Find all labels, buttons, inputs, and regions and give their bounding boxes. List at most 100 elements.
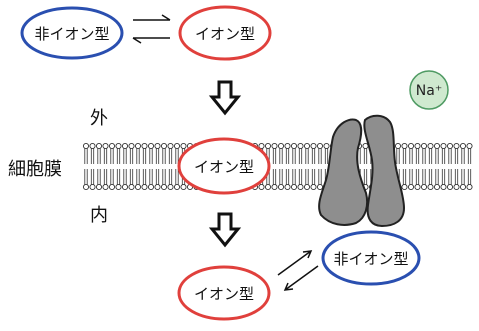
- membrane-label: 細胞膜: [8, 159, 62, 180]
- lipid-head: [446, 142, 454, 150]
- lipid-head: [167, 142, 174, 150]
- lipid-head: [160, 183, 168, 191]
- lipid-head: [173, 142, 181, 150]
- lipid-tail: [116, 169, 121, 185]
- lipid-head: [89, 183, 96, 191]
- lipid-head: [420, 142, 428, 150]
- lipid-head: [134, 142, 142, 150]
- lipid-head: [128, 142, 135, 150]
- lipid-bilayer: [82, 142, 473, 191]
- lipid-tail: [402, 169, 407, 185]
- lipid-tail: [298, 169, 303, 185]
- lipid-head: [466, 183, 473, 191]
- lipid-head: [128, 183, 135, 191]
- lipid-tail: [155, 148, 160, 164]
- lipid-head: [407, 142, 415, 150]
- lipid-head: [108, 183, 116, 191]
- lipid-head: [160, 142, 168, 150]
- lipid-head: [284, 183, 291, 191]
- lipid-head: [303, 183, 311, 191]
- lipid-head: [134, 183, 142, 191]
- sodium-ion: Na⁺: [409, 70, 449, 110]
- lipid-head: [453, 183, 460, 191]
- lipid-head: [121, 142, 129, 150]
- lipid-tail: [298, 148, 303, 164]
- lipid-head: [180, 142, 187, 150]
- lipid-head: [433, 142, 441, 150]
- equilibrium-arrows-top: [132, 14, 171, 44]
- lipid-tail: [305, 148, 309, 164]
- ion-ring-membrane: [177, 137, 271, 195]
- lipid-head: [264, 142, 272, 150]
- lipid-tail: [162, 148, 166, 164]
- lipid-tail: [175, 169, 179, 185]
- reverse-arrow-top: [132, 37, 170, 44]
- lipid-tail: [422, 148, 426, 164]
- down-arrow-upper: [208, 80, 242, 116]
- lipid-tail: [435, 169, 439, 185]
- lipid-head: [121, 183, 129, 191]
- lipid-head: [316, 183, 324, 191]
- lipid-head: [440, 142, 447, 150]
- ion-form-membrane: イオン型: [177, 137, 271, 195]
- lipid-tail: [363, 169, 368, 185]
- outside-label: 外: [90, 108, 108, 129]
- lipid-head: [141, 183, 148, 191]
- lipid-tail: [123, 169, 127, 185]
- lipid-head: [173, 183, 181, 191]
- lipid-tail: [324, 148, 329, 164]
- lipid-head: [466, 142, 473, 150]
- nonion-ring-bottom: [321, 230, 421, 286]
- sodium-ion-label: Na⁺: [416, 83, 442, 99]
- lipid-head: [258, 142, 265, 150]
- lipid-head: [102, 183, 109, 191]
- lipid-head: [303, 142, 311, 150]
- lipid-tail: [311, 169, 316, 185]
- lipid-tail: [103, 148, 108, 164]
- lipid-tail: [84, 169, 88, 185]
- lipid-tail: [272, 148, 277, 164]
- nonion-ring-top: [20, 6, 124, 60]
- lipid-head: [453, 142, 460, 150]
- lipid-tail: [467, 148, 472, 164]
- lipid-head: [290, 183, 298, 191]
- nonion-form-bottom: 非イオン型: [321, 230, 421, 286]
- lipid-head: [297, 183, 304, 191]
- lipid-tail: [435, 148, 439, 164]
- lipid-head: [414, 142, 421, 150]
- lipid-tail: [415, 169, 420, 185]
- lipid-tail: [441, 148, 446, 164]
- lipid-head: [446, 183, 454, 191]
- lipid-tail: [149, 169, 153, 185]
- lipid-tail: [175, 148, 179, 164]
- equilibrium-arrows-bottom: [277, 250, 319, 291]
- lipid-head: [459, 183, 467, 191]
- lipid-head: [147, 142, 155, 150]
- lipid-tail: [279, 169, 283, 185]
- lipid-tail: [461, 148, 465, 164]
- lipid-tail: [454, 169, 459, 185]
- nonion-label-bottom: 非イオン型: [333, 250, 408, 268]
- lipid-tail: [168, 169, 173, 185]
- lipid-tail: [149, 148, 153, 164]
- inside-label: 内: [90, 205, 108, 226]
- lipid-tail: [168, 148, 173, 164]
- lipid-head: [258, 183, 265, 191]
- lipid-tail: [363, 148, 368, 164]
- lipid-tail: [110, 148, 114, 164]
- lipid-tail: [292, 148, 296, 164]
- lipid-head: [277, 142, 285, 150]
- lipid-tail: [396, 148, 400, 164]
- lipid-head: [440, 183, 447, 191]
- lipid-head: [82, 183, 90, 191]
- ion-ring-top: [178, 5, 272, 61]
- forward-arrow-bottom: [277, 250, 313, 276]
- lipid-head: [115, 142, 122, 150]
- nonion-label-top: 非イオン型: [34, 25, 109, 43]
- ion-form-bottom: イオン型: [177, 265, 271, 321]
- lipid-tail: [90, 148, 95, 164]
- lipid-head: [167, 183, 174, 191]
- lipid-head: [394, 142, 402, 150]
- lipid-head: [401, 142, 408, 150]
